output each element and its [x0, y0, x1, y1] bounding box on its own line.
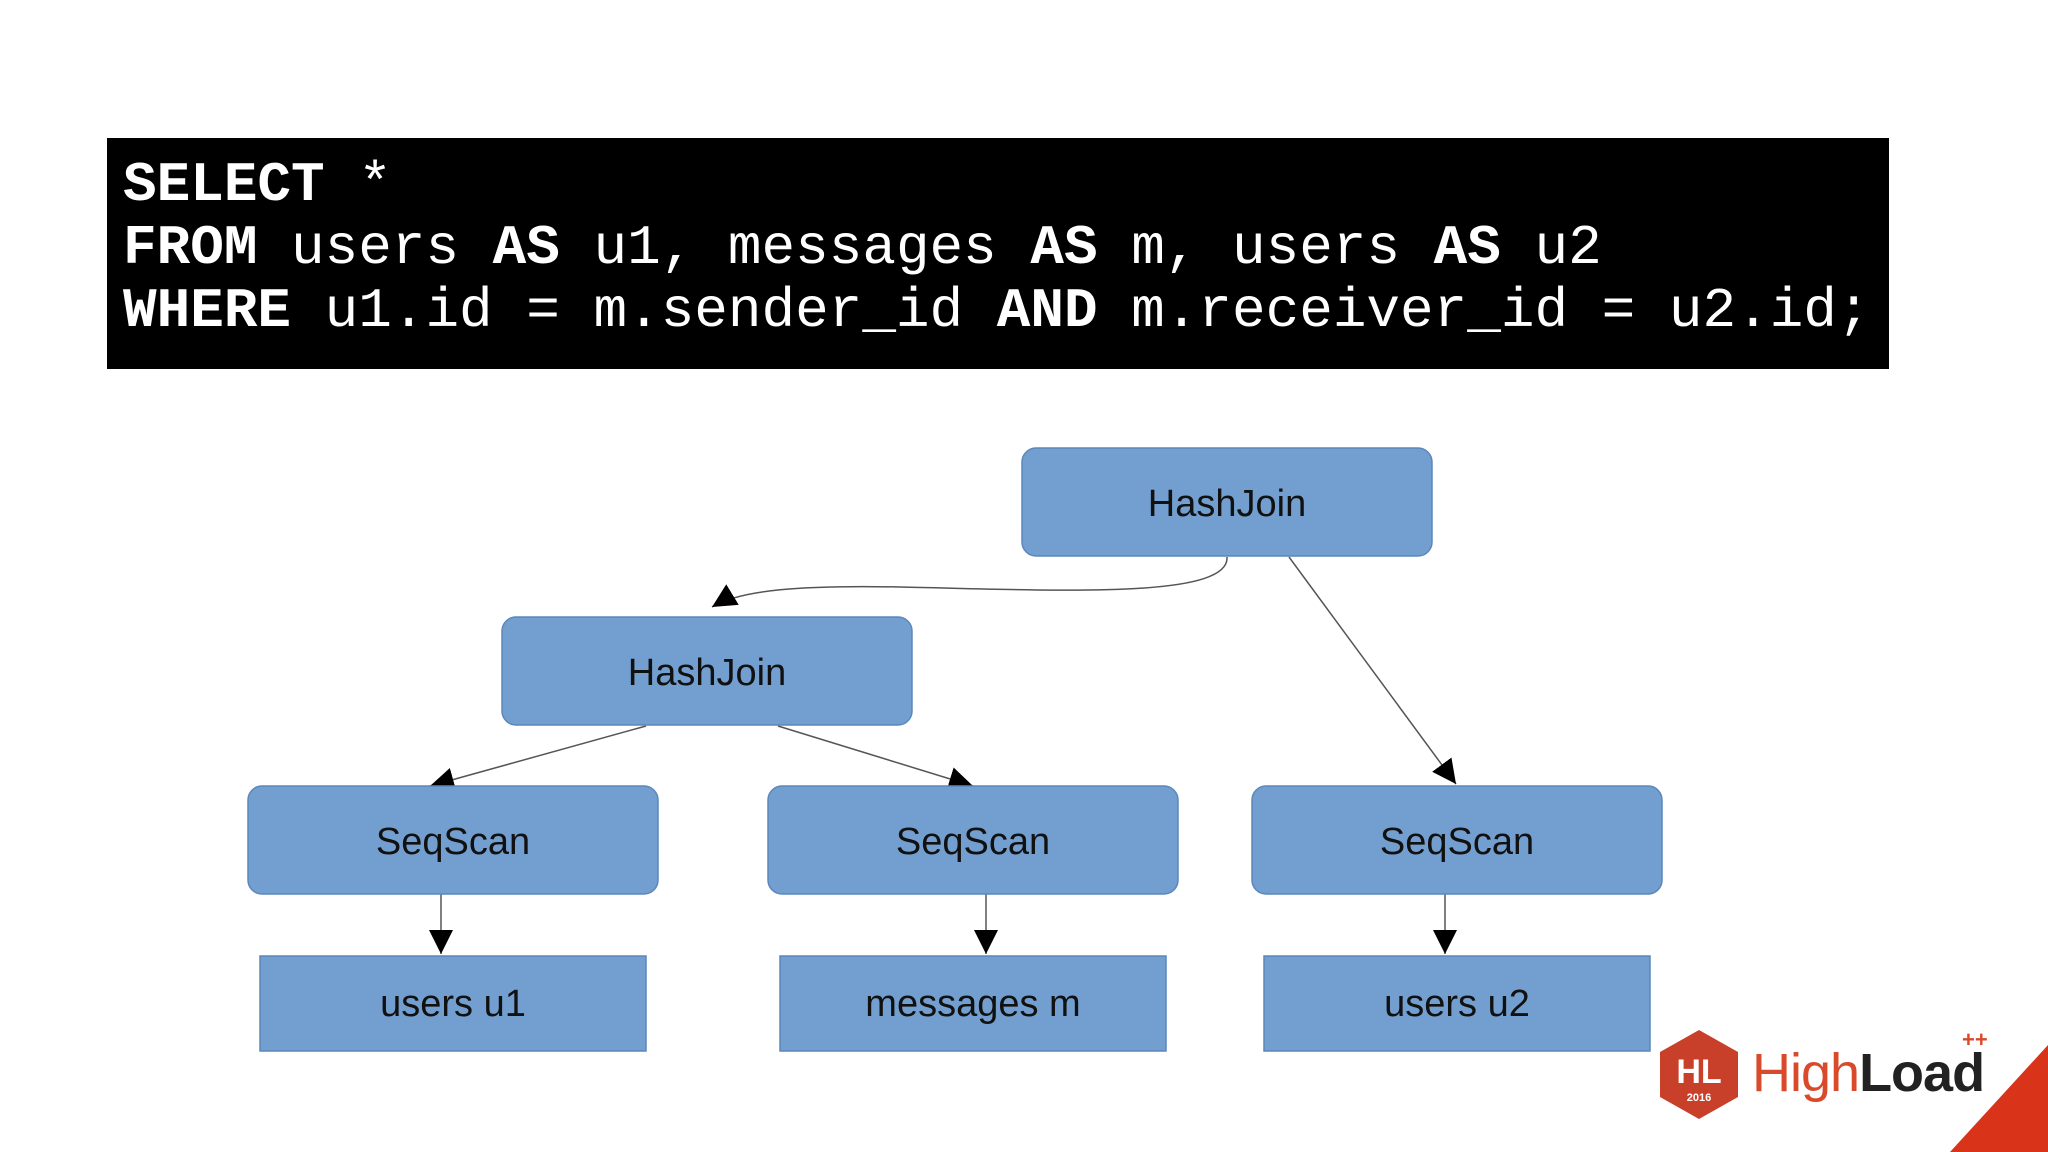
sql-code-block: SELECT * FROM users AS u1, messages AS m… — [107, 138, 1889, 369]
node-seqscan-m: SeqScan — [767, 785, 1179, 895]
edge-inner-to-scan-u1 — [429, 725, 647, 792]
corner-accent-triangle — [1950, 1045, 2048, 1152]
sql-text: u1, messages — [559, 216, 1031, 280]
sql-text: users — [257, 216, 493, 280]
node-inner-hashjoin-label: HashJoin — [628, 652, 786, 694]
badge-hl-text: HL — [1676, 1053, 1721, 1091]
sql-keyword: AND — [996, 279, 1098, 343]
node-table-users-u1: users u1 — [259, 955, 647, 1052]
sql-text: m, users — [1097, 216, 1434, 280]
highload-wordmark: HighLoad — [1752, 1043, 1985, 1103]
edge-inner-to-scan-m — [777, 725, 974, 791]
sql-text: m.receiver_id = u2.id; — [1097, 279, 1871, 343]
badge-year-text: 2016 — [1687, 1092, 1711, 1104]
code-line-2: FROM users AS u1, messages AS m, users A… — [123, 217, 1873, 280]
code-line-1: SELECT * — [123, 154, 1873, 217]
node-seqscan-u2-label: SeqScan — [1380, 821, 1534, 863]
node-seqscan-u1-label: SeqScan — [376, 821, 530, 863]
sql-keyword: AS — [1433, 216, 1501, 280]
sql-text: * — [324, 153, 392, 217]
node-table-messages-m: messages m — [779, 955, 1167, 1052]
node-root-hashjoin-label: HashJoin — [1148, 483, 1306, 525]
wordmark-bold: Load — [1859, 1043, 1985, 1103]
sql-text: u2 — [1500, 216, 1602, 280]
node-table-users-u1-label: users u1 — [380, 983, 526, 1025]
code-line-3: WHERE u1.id = m.sender_id AND m.receiver… — [123, 280, 1873, 343]
node-seqscan-u2: SeqScan — [1251, 785, 1663, 895]
sql-text: u1.id = m.sender_id — [291, 279, 997, 343]
node-table-messages-m-label: messages m — [865, 983, 1080, 1025]
sql-keyword: SELECT — [123, 153, 325, 217]
sql-keyword: AS — [1030, 216, 1098, 280]
wordmark-plus: ++ — [1962, 1027, 1988, 1052]
sql-keyword: FROM — [123, 216, 258, 280]
sql-keyword: WHERE — [123, 279, 292, 343]
wordmark-light: High — [1752, 1043, 1860, 1103]
node-inner-hashjoin: HashJoin — [501, 616, 913, 726]
node-table-users-u2-label: users u2 — [1384, 983, 1530, 1025]
node-table-users-u2: users u2 — [1263, 955, 1651, 1052]
node-root-hashjoin: HashJoin — [1021, 447, 1433, 557]
node-seqscan-m-label: SeqScan — [896, 821, 1050, 863]
edge-root-to-scan-u2 — [1288, 556, 1457, 785]
highload-badge-icon: HL 2016 — [1660, 1030, 1738, 1119]
sql-keyword: AS — [492, 216, 560, 280]
edge-root-to-inner — [711, 556, 1228, 608]
node-seqscan-u1: SeqScan — [247, 785, 659, 895]
highload-logo: HighLoad ++ — [1655, 1025, 2048, 1152]
